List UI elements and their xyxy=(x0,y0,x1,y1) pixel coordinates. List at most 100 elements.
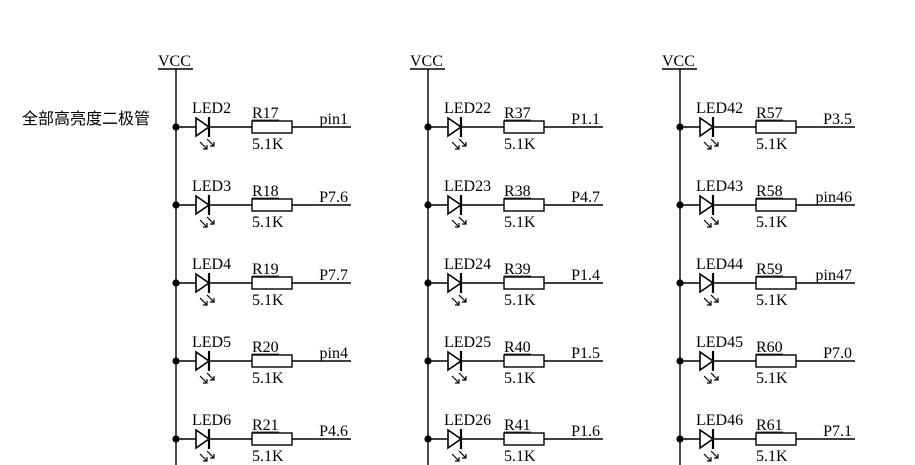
light-arrow-icon xyxy=(703,375,712,384)
led-branch: LED4 R19 5.1K P7.7 xyxy=(172,256,351,309)
light-arrow-icon xyxy=(707,145,712,150)
resistor-value-label: 5.1K xyxy=(756,370,788,387)
resistor-label: R37 xyxy=(504,105,531,122)
pin-label: pin1 xyxy=(320,111,348,128)
light-arrow-icon xyxy=(707,457,712,462)
resistor-label: R58 xyxy=(756,183,783,200)
led-label: LED43 xyxy=(696,178,743,195)
light-arrow-icon xyxy=(455,145,460,150)
resistor-body xyxy=(755,432,797,446)
resistor-value-label: 5.1K xyxy=(504,370,536,387)
led-label: LED2 xyxy=(192,100,231,117)
led-branch: LED26 R41 5.1K P1.6 xyxy=(424,412,603,465)
resistor-value-label: 5.1K xyxy=(252,448,284,465)
light-arrow-icon xyxy=(451,453,460,462)
light-arrow-icon xyxy=(206,372,215,381)
led-diode-icon xyxy=(195,272,211,294)
resistor-body xyxy=(503,198,545,212)
led-diode-icon xyxy=(447,272,463,294)
light-arrow-icon xyxy=(210,220,215,225)
pin-label: P4.6 xyxy=(319,423,348,440)
resistor-label: R41 xyxy=(504,417,531,434)
resistor-value-label: 5.1K xyxy=(756,292,788,309)
led-diode-icon xyxy=(195,350,211,372)
led-diode-icon xyxy=(447,194,463,216)
led-diode-icon xyxy=(195,194,211,216)
pin-label: P7.1 xyxy=(823,423,852,440)
resistor-value-label: 5.1K xyxy=(756,214,788,231)
light-arrow-icon xyxy=(458,138,467,147)
light-arrow-icon xyxy=(206,450,215,459)
resistor-label: R18 xyxy=(252,183,279,200)
pin-label: pin4 xyxy=(320,345,348,362)
resistor-value-label: 5.1K xyxy=(756,448,788,465)
resistor-value-label: 5.1K xyxy=(504,448,536,465)
light-arrow-icon xyxy=(707,223,712,228)
pin-label: P7.6 xyxy=(319,189,348,206)
resistor-body xyxy=(251,276,293,290)
resistor-label: R21 xyxy=(252,417,279,434)
light-arrow-icon xyxy=(707,301,712,306)
resistor-label: R38 xyxy=(504,183,531,200)
resistor-body xyxy=(755,354,797,368)
resistor-value-label: 5.1K xyxy=(252,370,284,387)
light-arrow-icon xyxy=(714,454,719,459)
led-branch: LED5 R20 5.1K pin4 xyxy=(172,334,351,387)
pin-label: P7.7 xyxy=(319,267,348,284)
light-arrow-icon xyxy=(462,376,467,381)
light-arrow-icon xyxy=(210,376,215,381)
light-arrow-icon xyxy=(199,453,208,462)
light-arrow-icon xyxy=(714,298,719,303)
light-arrow-icon xyxy=(458,450,467,459)
light-arrow-icon xyxy=(451,375,460,384)
led-label: LED44 xyxy=(696,256,743,273)
resistor-label: R19 xyxy=(252,261,279,278)
pin-label: P1.5 xyxy=(571,345,600,362)
pin-label: P3.5 xyxy=(823,111,852,128)
pin-label: P7.0 xyxy=(823,345,852,362)
pin-label: P1.4 xyxy=(571,267,600,284)
resistor-body xyxy=(503,120,545,134)
light-arrow-icon xyxy=(707,379,712,384)
led-label: LED25 xyxy=(444,334,491,351)
vcc-label: VCC xyxy=(662,53,695,70)
light-arrow-icon xyxy=(458,294,467,303)
light-arrow-icon xyxy=(203,145,208,150)
led-label: LED5 xyxy=(192,334,231,351)
led-label: LED26 xyxy=(444,412,491,429)
led-label: LED4 xyxy=(192,256,231,273)
light-arrow-icon xyxy=(462,220,467,225)
led-diode-icon xyxy=(447,428,463,450)
led-diode-icon xyxy=(447,350,463,372)
light-arrow-icon xyxy=(455,223,460,228)
led-label: LED3 xyxy=(192,178,231,195)
resistor-body xyxy=(251,198,293,212)
light-arrow-icon xyxy=(451,219,460,228)
light-arrow-icon xyxy=(710,216,719,225)
light-arrow-icon xyxy=(206,138,215,147)
led-diode-icon xyxy=(699,350,715,372)
resistor-label: R39 xyxy=(504,261,531,278)
pin-label: P1.6 xyxy=(571,423,600,440)
light-arrow-icon xyxy=(703,453,712,462)
led-diode-icon xyxy=(699,272,715,294)
light-arrow-icon xyxy=(714,376,719,381)
led-diode-icon xyxy=(195,428,211,450)
led-diode-icon xyxy=(699,428,715,450)
light-arrow-icon xyxy=(206,216,215,225)
light-arrow-icon xyxy=(203,223,208,228)
resistor-label: R20 xyxy=(252,339,279,356)
light-arrow-icon xyxy=(710,450,719,459)
resistor-label: R57 xyxy=(756,105,783,122)
led-label: LED23 xyxy=(444,178,491,195)
resistor-value-label: 5.1K xyxy=(252,292,284,309)
